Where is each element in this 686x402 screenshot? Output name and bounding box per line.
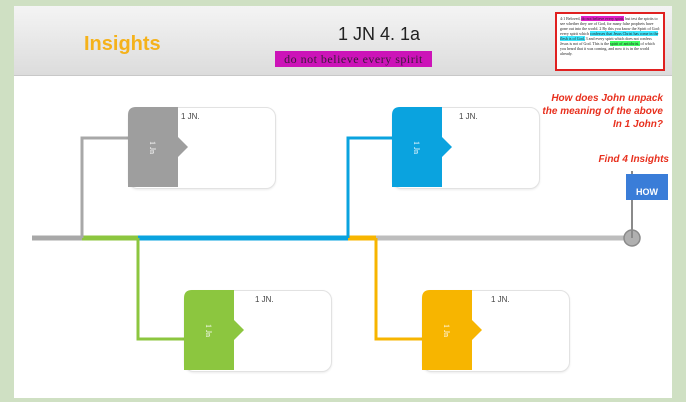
question-text: How does John unpack the meaning of the … [542,93,663,130]
card-4-tab-text: 1 Jn [442,323,452,337]
connector-gray [80,136,128,238]
connector-green [136,238,184,341]
card-1-title: 1 JN. [181,112,200,121]
verse-reference: 1 JN 4. 1a [337,24,421,44]
slide: Insights 1 JN 4. 1a do not believe every… [14,6,672,398]
flag-label: HOW [636,187,658,197]
card-2-title: 1 JN. [459,112,478,121]
card-3-title: 1 JN. [255,295,274,304]
verse-text-box: 4:1 Beloved, do not believe every spirit… [555,12,665,71]
card-2-tab: 1 Jn [392,107,452,187]
card-4-tab: 1 Jn [422,290,482,370]
card-1-tab: 1 Jn [128,107,188,187]
highlighted-phrase: do not believe every spirit [275,51,432,67]
connector-yellow [374,238,422,341]
card-4-title: 1 JN. [491,295,510,304]
card-3-tab: 1 Jn [184,290,244,370]
timeline-diagram [32,136,668,341]
verse-text-5: of which you heard that it was coming, a… [560,41,655,56]
card-3-tab-text: 1 Jn [204,323,214,337]
card-2-tab-text: 1 Jn [412,140,422,154]
verse-highlight-3: spirit of antichrist, [610,41,640,46]
insights-title: Insights [84,33,161,55]
verse-highlight-1: do not believe every spirit, [581,16,625,21]
verse-text-2: but test the spirits to see whether they… [560,16,658,31]
verse-text-4: 3 and every spirit which does not confes… [560,36,652,46]
header-bar: Insights 1 JN 4. 1a do not believe every… [14,6,672,76]
flag-banner [626,174,668,200]
find-insights-text: Find 4 Insights [598,154,669,165]
connector-blue [346,136,392,238]
verse-text-1: 4:1 Beloved, [560,16,582,21]
card-1-tab-text: 1 Jn [148,140,158,154]
verse-text-3: 2 By this you know the Spirit of God: ev… [560,26,660,36]
